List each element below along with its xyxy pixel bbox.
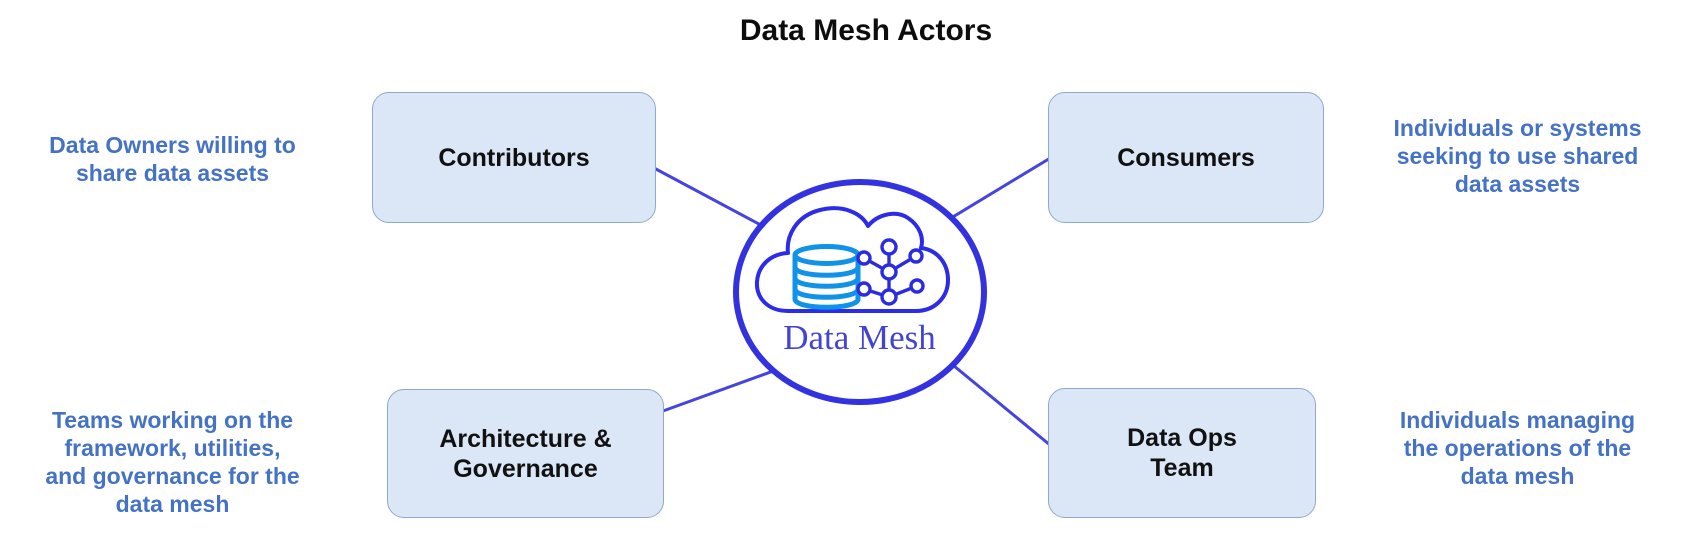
actor-box-data-ops-team: Data Ops Team [1048,388,1316,518]
actor-box-consumers: Consumers [1048,92,1324,223]
database-icon [792,244,861,310]
data-mesh-label: Data Mesh [783,318,936,357]
actor-label-architecture-governance: Architecture & Governance [439,424,612,483]
actor-label-contributors: Contributors [438,143,590,172]
actor-box-architecture-governance: Architecture & Governance [387,389,664,518]
description-architecture-governance: Teams working on the framework, utilitie… [45,407,300,517]
network-graph-icon [856,238,925,306]
diagram-title: Data Mesh Actors [739,14,993,47]
actor-label-consumers: Consumers [1117,143,1255,172]
description-consumers: Individuals or systems seeking to use sh… [1393,115,1642,197]
description-contributors: Data Owners willing to share data assets [49,132,296,186]
actor-label-data-ops-team: Data Ops Team [1127,424,1237,482]
description-data-ops-team: Individuals managing the operations of t… [1399,407,1636,489]
actor-box-contributors: Contributors [372,92,656,223]
